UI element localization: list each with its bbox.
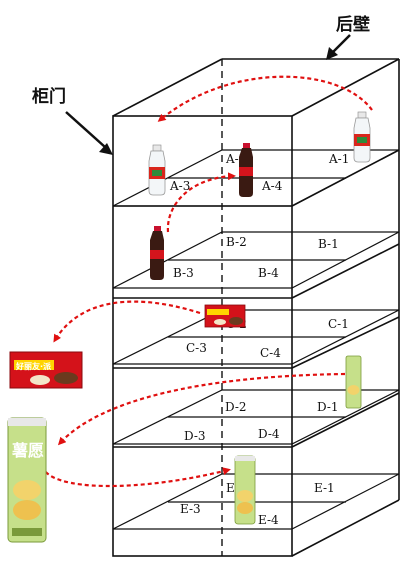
cell-label-e3: E-3 bbox=[180, 502, 201, 516]
cell-label-c1: C-1 bbox=[328, 317, 349, 331]
shelf-e bbox=[112, 473, 400, 530]
back-wall-pointer bbox=[332, 34, 351, 53]
chips-can-icon bbox=[234, 455, 256, 525]
cell-label-e1: E-1 bbox=[314, 481, 335, 495]
chips-can-icon bbox=[345, 355, 362, 409]
cell-label-b4: B-4 bbox=[258, 266, 279, 280]
cell-label-d4: D-4 bbox=[258, 427, 280, 441]
water-bottle-icon bbox=[148, 144, 166, 196]
chocopie-brand-text: 好丽友·派 bbox=[15, 361, 52, 371]
cabinet-frame bbox=[112, 58, 400, 557]
chips-brand-text: 薯愿 bbox=[11, 441, 44, 460]
back-wall-label: 后壁 bbox=[336, 14, 370, 35]
cell-label-a1: A-1 bbox=[328, 152, 349, 166]
cell-label-b1: B-1 bbox=[318, 237, 339, 251]
arrow-water-to-a3 bbox=[157, 75, 373, 122]
shelf-a bbox=[112, 149, 400, 207]
shelf-b bbox=[112, 231, 400, 289]
arrow-cola-to-a4 bbox=[166, 172, 236, 233]
cell-label-b3: B-3 bbox=[173, 266, 194, 280]
cell-label-b2: B-2 bbox=[226, 235, 247, 249]
cell-label-d1: D-1 bbox=[317, 400, 339, 414]
shelf-c bbox=[112, 309, 400, 365]
cabinet-door-pointer bbox=[65, 111, 106, 148]
arrow-chips-to-e2 bbox=[40, 465, 231, 488]
back-wall-pointer-head bbox=[326, 47, 338, 60]
arrow-chocopie-out bbox=[53, 300, 201, 343]
movement-arrows bbox=[40, 75, 373, 488]
cabinet-door-pointer-head bbox=[99, 143, 113, 155]
arrow-chips-out bbox=[57, 372, 346, 446]
cell-label-a3: A-3 bbox=[169, 179, 190, 193]
cell-label-e4: E-4 bbox=[258, 513, 279, 527]
shelf-d bbox=[112, 389, 400, 445]
cell-label-a4: A-4 bbox=[261, 179, 283, 193]
cell-label-d2: D-2 bbox=[225, 400, 247, 414]
water-bottle-icon bbox=[353, 111, 371, 163]
chocopie-box-icon: 好丽友·派 bbox=[9, 351, 83, 389]
shelves bbox=[112, 149, 400, 530]
cabinet-door-label: 柜门 bbox=[32, 86, 66, 107]
cell-label-d3: D-3 bbox=[184, 429, 206, 443]
chips-can-icon: 薯愿 bbox=[7, 417, 47, 543]
cola-bottle-icon bbox=[239, 143, 253, 197]
cola-bottle-icon bbox=[150, 226, 164, 280]
cell-labels: A-1 A-2 A-3 A-4 B-1 B-2 B-3 B-4 C-1 C-2 … bbox=[169, 152, 349, 527]
cell-label-c4: C-4 bbox=[260, 346, 281, 360]
chocopie-box-icon bbox=[204, 304, 246, 328]
cell-label-c3: C-3 bbox=[186, 341, 207, 355]
